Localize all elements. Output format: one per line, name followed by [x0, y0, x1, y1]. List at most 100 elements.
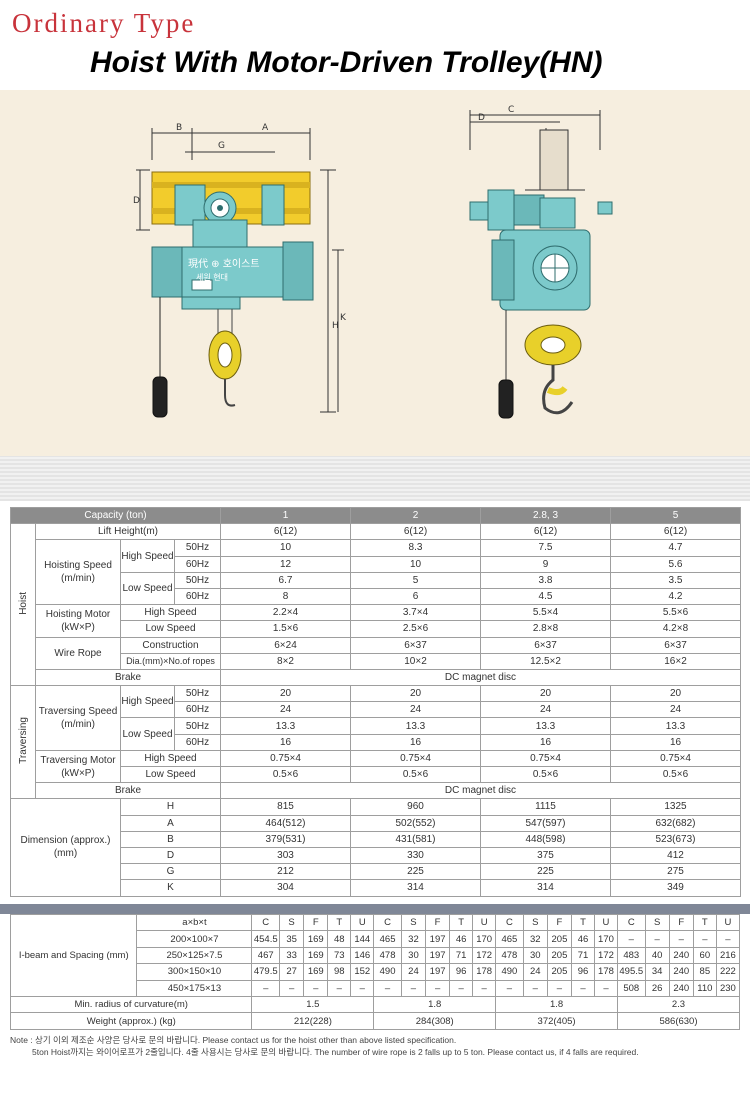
hoist-brake-value: DC magnet disc — [220, 668, 741, 687]
ibeam-col-header: C — [373, 913, 402, 932]
wire-rope-label: Wire Rope — [35, 636, 121, 670]
spec-cell: 5 — [350, 571, 481, 589]
ibeam-cell: 178 — [593, 963, 618, 981]
hoisting-speed-row: 60Hz 12 10 9 5.6 — [11, 555, 741, 573]
ibeam-cell: 32 — [522, 930, 548, 948]
motor-speed-label: Low Speed — [120, 620, 221, 638]
motor-speed-label: High Speed — [120, 604, 221, 622]
spec-cell: 4.5 — [480, 587, 611, 606]
dimension-row: Dimension (approx.) (mm) H 815 960 1115 … — [10, 798, 741, 897]
lift-height-value: 6(12) — [220, 523, 351, 541]
spec-cell: 0.75×4 — [610, 749, 741, 768]
dimension-row: B 379(531) 431(581) 448(598) 523(673) — [11, 830, 741, 848]
spec-cell: 379(531) — [220, 830, 351, 848]
ibeam-col-header: F — [546, 913, 573, 932]
spec-cell: 16 — [610, 733, 741, 751]
spec-cell: 349 — [610, 879, 741, 897]
spec-cell: 375 — [480, 846, 611, 865]
ibeam-cell: – — [425, 979, 451, 997]
ibeam-cell: – — [715, 930, 741, 948]
ibeam-cell: 240 — [668, 963, 694, 981]
capacity-2: 2 — [350, 506, 481, 525]
ibeam-cell: 454.5 — [251, 930, 281, 948]
spec-cell: 4.2 — [610, 587, 741, 606]
ibeam-cell: – — [327, 979, 352, 997]
logo-text: 現代 ⊕ 호이스트 — [188, 258, 260, 270]
ibeam-cell: 230 — [715, 979, 741, 997]
ibeam-cell: – — [373, 979, 402, 997]
weight-value: 372(405) — [495, 1012, 618, 1030]
spec-cell: 7.5 — [480, 539, 611, 557]
ibeam-cell: 48 — [327, 930, 352, 948]
ibeam-cell: 178 — [472, 963, 497, 981]
min-radius-label: Min. radius of curvature(m) — [9, 995, 253, 1014]
ibeam-cell: 46 — [449, 930, 474, 948]
ibeam-col-header: S — [279, 913, 305, 932]
ibeam-size: 250×125×7.5 — [136, 946, 253, 965]
spec-cell: 6×37 — [610, 636, 741, 654]
spec-cell: 225 — [350, 863, 481, 881]
lift-height-row: Hoist Lift Height(m) 6(12) 6(12) 6(12) 6… — [10, 523, 741, 687]
spec-cell: 24 — [220, 701, 351, 719]
notes: Note : 상기 이외 제조순 사양은 당사로 문의 바랍니다. Please… — [10, 1034, 746, 1058]
lift-height-value: 6(12) — [480, 523, 611, 541]
traversing-brake-value: DC magnet disc — [220, 782, 741, 800]
spec-cell: 0.75×4 — [480, 749, 611, 768]
ibeam-cell: 27 — [279, 963, 305, 981]
wire-rope-row: Dia.(mm)×No.of ropes 8×2 10×2 12.5×2 16×… — [11, 652, 741, 670]
ibeam-cell: 40 — [644, 946, 670, 965]
spec-cell: 16 — [350, 733, 481, 751]
drawing-svg: B A G D H K C D 現代 ⊕ 호이스트 세원 현대 — [133, 105, 613, 419]
traversing-group-label: Traversing — [10, 685, 36, 800]
ibeam-cell: – — [644, 930, 670, 948]
ibeam-cell: 169 — [303, 946, 329, 965]
ibeam-col-header: T — [327, 913, 352, 932]
spec-cell: 632(682) — [610, 814, 741, 832]
spec-cell: 6×37 — [350, 636, 481, 654]
ibeam-label: I-beam and Spacing (mm) — [9, 914, 138, 997]
spec-cell: 8 — [220, 587, 351, 606]
ibeam-cell: 490 — [373, 963, 402, 981]
spec-cell: 960 — [350, 798, 481, 816]
spec-cell: 4.7 — [610, 539, 741, 557]
dimension-row: D 303 330 375 412 — [11, 846, 741, 865]
ibeam-cell: 495.5 — [616, 963, 646, 981]
spec-cell: 0.75×4 — [220, 749, 351, 768]
spec-cell: 24 — [350, 701, 481, 719]
ibeam-col-header: U — [350, 913, 375, 932]
ibeam-cell: 216 — [715, 946, 741, 965]
dimension-key: K — [120, 879, 221, 897]
ibeam-cell: 34 — [644, 963, 670, 981]
ibeam-col-header: F — [303, 913, 329, 932]
wire-rope-row: Wire Rope Construction 6×24 6×37 6×37 6×… — [11, 636, 741, 670]
spec-cell: 20 — [480, 685, 611, 703]
dim-label-d-side: D — [478, 113, 485, 123]
spec-cell: 502(552) — [350, 814, 481, 832]
ibeam-col-header: U — [715, 913, 741, 932]
ibeam-cell: 467 — [251, 946, 281, 965]
spec-cell: 547(597) — [480, 814, 611, 832]
hoist-group-label: Hoist — [10, 523, 36, 687]
hoist-brake-label: Brake — [35, 668, 221, 687]
dimension-key: H — [120, 798, 221, 816]
spec-cell: 13.3 — [350, 717, 481, 735]
ibeam-cell: 32 — [400, 930, 427, 948]
ibeam-cell: 30 — [400, 946, 427, 965]
capacity-label: Capacity (ton) — [10, 506, 221, 525]
technical-drawing: B A G D H K C D 現代 ⊕ 호이스트 세원 현대 — [0, 90, 750, 456]
traversing-speed-row: Traversing Traversing Speed (m/min) High… — [10, 685, 741, 800]
dimension-key: B — [120, 830, 221, 848]
note-line-1: Note : 상기 이외 제조순 사양은 당사로 문의 바랍니다. Please… — [10, 1035, 457, 1045]
spec-cell: 1115 — [480, 798, 611, 816]
ibeam-cell: 73 — [327, 946, 352, 965]
spec-cell: 3.5 — [610, 571, 741, 589]
hoisting-speed-row: Low Speed 50Hz 6.7 5 3.8 3.5 — [11, 571, 741, 606]
ibeam-col-header: U — [593, 913, 618, 932]
motor-speed-label: High Speed — [120, 749, 221, 768]
spec-cell: 314 — [350, 879, 481, 897]
ibeam-col-header: C — [616, 913, 646, 932]
spec-cell: 464(512) — [220, 814, 351, 832]
